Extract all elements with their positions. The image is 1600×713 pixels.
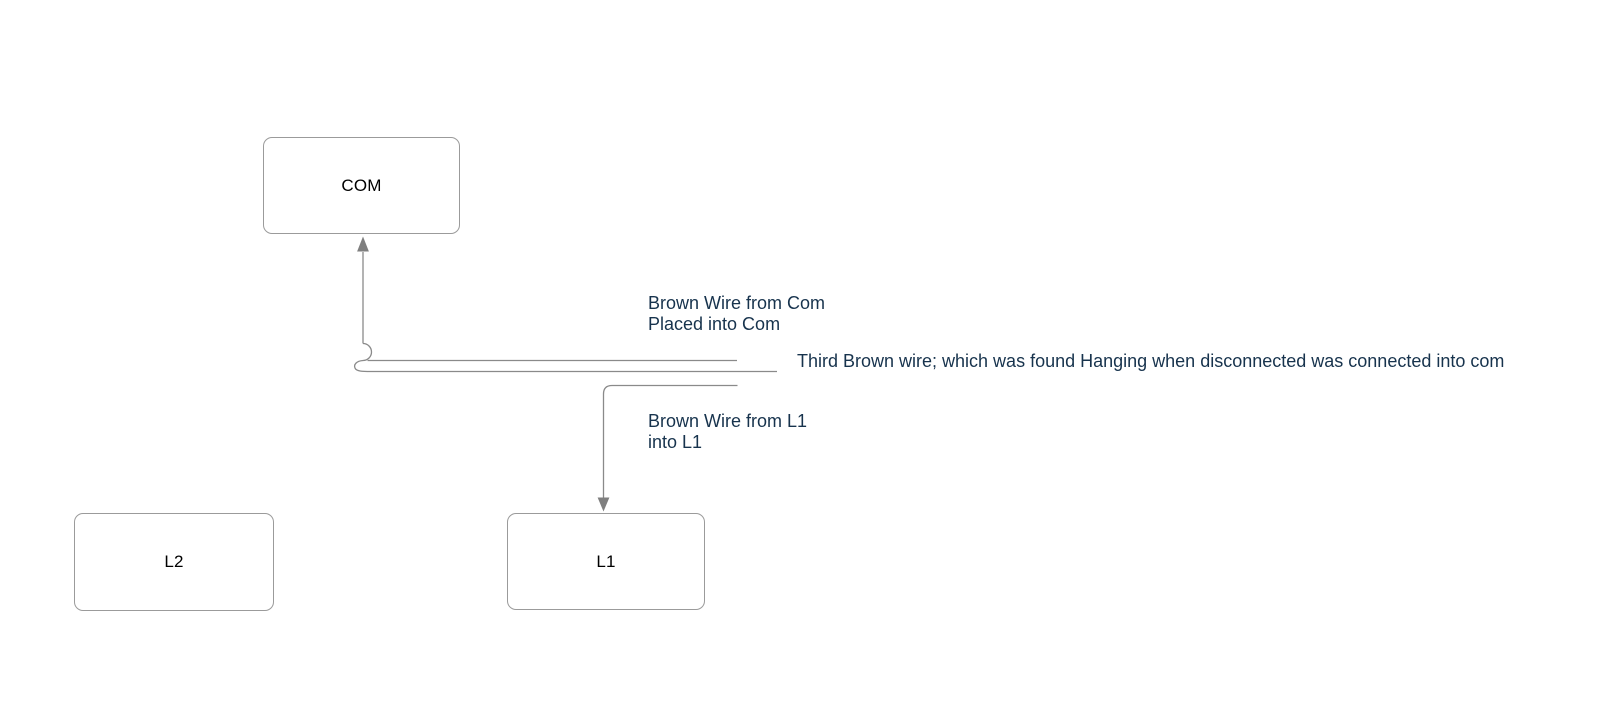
edge-label-brown-wire-from-com[interactable]: Brown Wire from Com Placed into Com — [648, 293, 826, 334]
com-arrowhead-icon — [357, 236, 369, 252]
edge-label-brown-wire-from-l1[interactable]: Brown Wire from L1 into L1 — [648, 411, 808, 452]
wire-hop-arc[interactable] — [362, 342, 373, 362]
node-l1[interactable]: L1 — [507, 513, 705, 610]
node-l1-label: L1 — [596, 551, 616, 571]
node-l2[interactable]: L2 — [74, 513, 274, 611]
node-l2-label: L2 — [164, 552, 184, 571]
node-com-label: COM — [341, 175, 382, 195]
node-com[interactable]: COM — [263, 137, 460, 234]
wire-from-l1-line[interactable] — [602, 384, 738, 499]
l1-arrowhead-icon — [597, 497, 610, 512]
edge-label-third-brown-wire[interactable]: Third Brown wire; which was found Hangin… — [797, 351, 1505, 371]
wire-third-brown-line[interactable] — [353, 359, 777, 373]
